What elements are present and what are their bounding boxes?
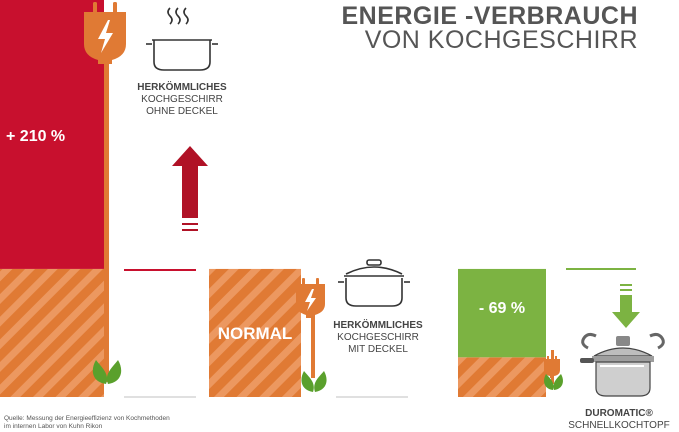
steaming-pot-icon [146,7,218,71]
label-pressure: DUROMATIC® SCHNELLKOCHTOPF [566,408,672,432]
source-note: Quelle: Messung der Energieeffizienz von… [4,415,170,431]
label-pot-open-line1: HERKÖMMLICHES [137,82,227,93]
label-pot-lid-line1: HERKÖMMLICHES [333,320,423,331]
data-label-3: - 69 % [479,300,525,317]
label-pot-open-line3: OHNE DECKEL [146,106,218,117]
data-label-1: + 210 % [6,128,65,145]
plug-icon-middle [296,278,325,318]
label-pressure-line2: SCHNELLKOCHTOPF [568,420,670,431]
bar-base-1 [0,268,104,397]
bar-base-3 [458,357,546,397]
cord-left [104,60,109,382]
leaf-icon [92,360,122,384]
bar-saving-3 [458,268,546,358]
source-line-2: im internen Labor von Kuhn Rikon [4,423,103,430]
plug-icon [84,2,126,64]
label-pot-open-line2: KOCHGESCHIRR [141,94,223,105]
source-line-1: Quelle: Messung der Energieeffizienz von… [4,415,170,422]
arrow-up-icon [172,146,208,231]
pressure-cooker-icon [580,332,665,397]
title-line-1: ENERGIE -VERBRAUCH [341,2,638,30]
label-pot-open: HERKÖMMLICHES KOCHGESCHIRR OHNE DECKEL [132,82,232,118]
leaf-icon-right [544,374,563,390]
label-pot-lid-line3: MIT DECKEL [348,344,408,355]
label-pressure-line1: DUROMATIC® [585,408,653,419]
lidded-pot-icon [338,259,410,307]
leaf-icon-middle [301,371,327,392]
label-pot-lid-line2: KOCHGESCHIRR [337,332,419,343]
title-line-2: VON KOCHGESCHIRR [364,26,638,54]
data-label-2: NORMAL [218,324,293,343]
plug-icon-right [544,356,560,378]
label-pot-lid: HERKÖMMLICHES KOCHGESCHIRR MIT DECKEL [326,320,430,356]
arrow-down-icon [612,284,640,328]
cord-middle [311,308,315,378]
bar-base-2 [209,268,301,397]
